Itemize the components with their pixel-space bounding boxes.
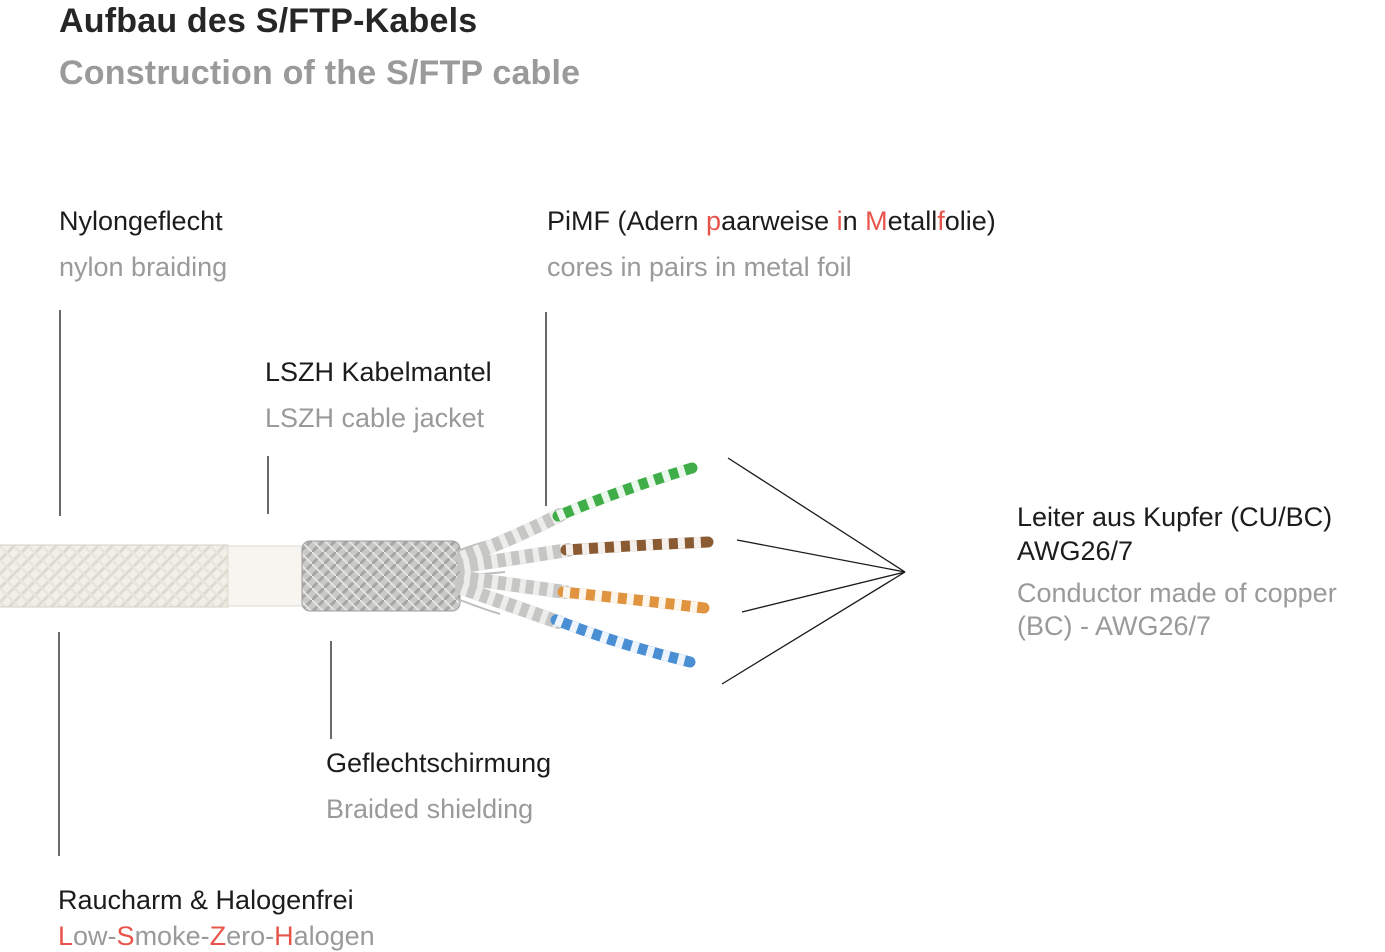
twisted-pair-blue [550,614,696,668]
foil-pairs [455,508,575,629]
label-pimf: PiMF (Adern paarweise in Metallfolie) co… [547,205,996,285]
label-de: Nylongeflecht [59,206,223,236]
label-en: Low-Smoke-Zero-Halogen [58,920,375,951]
leader-lines [58,310,906,856]
label-de: PiMF (Adern paarweise in Metallfolie) [547,206,996,236]
label-nylon-braiding: Nylongeflecht nylon braiding [59,205,227,285]
label-en: Conductor made of copper (BC) - AWG26/7 [1017,577,1337,642]
page-title-de: Aufbau des S/FTP-Kabels [59,2,478,40]
cable-body [0,462,714,668]
label-de: LSZH Kabelmantel [265,357,492,387]
label-en: cores in pairs in metal foil [547,251,852,282]
metal-braid-section [301,540,461,612]
label-de: Raucharm & Halogenfrei [58,885,354,915]
label-copper-conductor: Leiter aus Kupfer (CU/BC) AWG26/7 Conduc… [1017,501,1337,644]
label-en: LSZH cable jacket [265,402,485,433]
label-de: Leiter aus Kupfer (CU/BC) AWG26/7 [1017,502,1333,566]
twisted-pair-orange [557,586,710,614]
leader-fan-conductor [721,457,906,685]
twisted-pair-brown [560,536,714,556]
twisted-pair-green [552,462,698,522]
label-low-smoke-zero-halogen: Raucharm & Halogenfrei Low-Smoke-Zero-Ha… [58,884,375,952]
label-en: Braided shielding [326,793,534,824]
page-title-en: Construction of the S/FTP cable [59,54,581,92]
nylon-braid-section [0,544,229,608]
label-braided-shielding: Geflechtschirmung Braided shielding [326,747,551,827]
lszh-jacket-section [227,545,305,607]
label-lszh-jacket: LSZH Kabelmantel LSZH cable jacket [265,356,492,436]
label-en: nylon braiding [59,251,228,282]
twisted-pairs [550,462,714,668]
label-de: Geflechtschirmung [326,748,552,778]
